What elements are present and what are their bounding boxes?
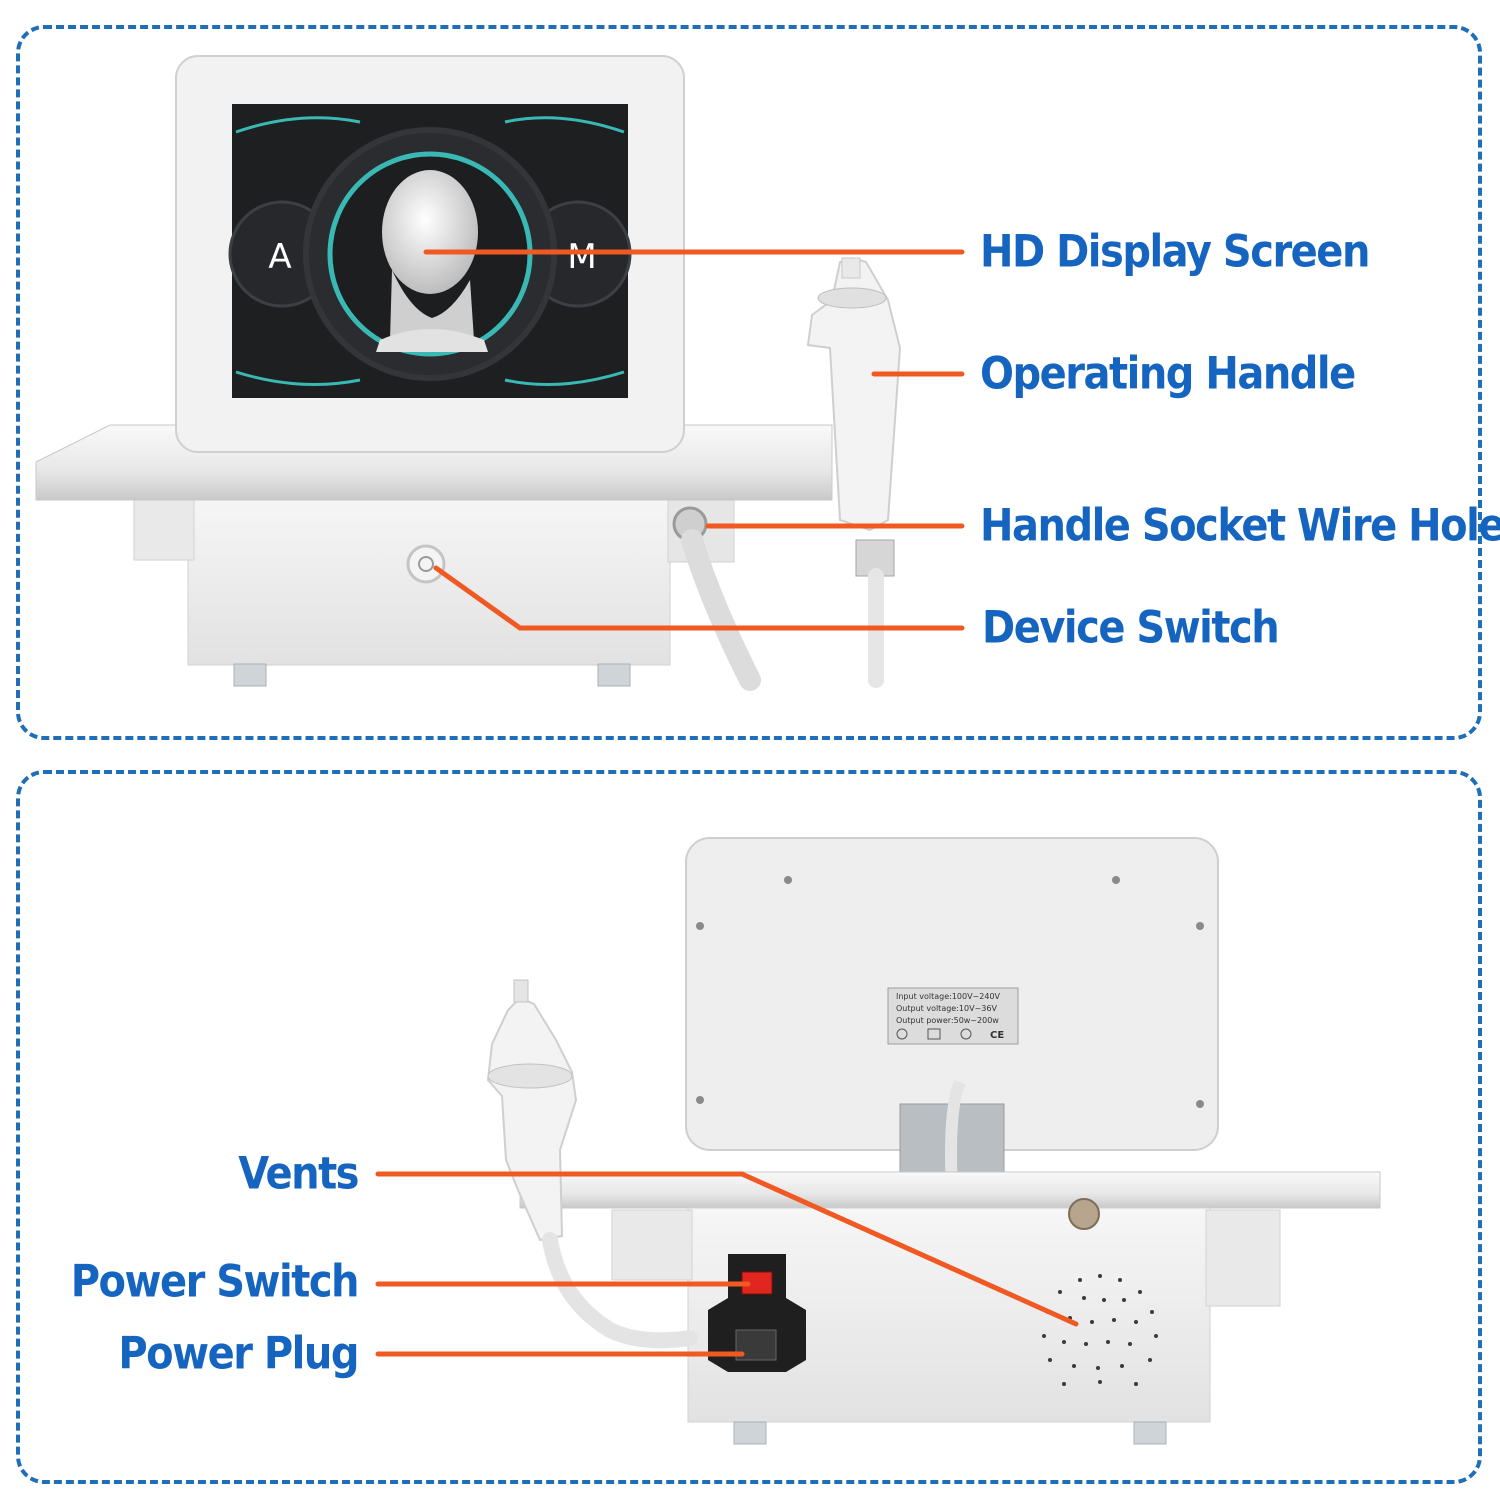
socket-cable	[681, 529, 761, 691]
label-power-plug: Power Plug	[118, 1328, 359, 1380]
screen-button-m: M	[567, 237, 596, 277]
front-foot-right	[597, 663, 631, 687]
label-device-switch: Device Switch	[982, 602, 1280, 654]
back-tray	[519, 1171, 1381, 1209]
screw-6	[1196, 1100, 1204, 1108]
screen-arc-bottom-left	[235, 370, 361, 386]
back-foot-left	[733, 1421, 767, 1445]
spec-symbol-1	[896, 1028, 908, 1040]
label-power-switch: Power Switch	[70, 1256, 360, 1308]
screw-4	[1196, 922, 1204, 930]
screw-3	[696, 922, 704, 930]
spec-ce-mark: CE	[990, 1030, 1004, 1041]
label-hd-display-screen: HD Display Screen	[980, 226, 1370, 278]
spec-line-2: Output voltage:10V~36V	[896, 1004, 997, 1013]
back-side-step-left	[611, 1209, 693, 1281]
spec-line-3: Output power:50w~200w	[896, 1016, 999, 1025]
front-foot-left	[233, 663, 267, 687]
power-symbol-icon	[418, 556, 434, 572]
operating-handle	[806, 256, 902, 688]
top-panel-frame	[16, 25, 1482, 740]
screw-5	[696, 1096, 704, 1104]
back-side-step-right	[1205, 1209, 1281, 1307]
label-vents: Vents	[238, 1148, 359, 1200]
front-lower-step	[133, 499, 195, 561]
screen-arc-bottom-right	[504, 370, 625, 386]
label-operating-handle: Operating Handle	[980, 348, 1356, 400]
spec-symbol-3	[960, 1028, 972, 1040]
spec-line-1: Input voltage:100V~240V	[896, 992, 1001, 1001]
screen-arc-top-right	[504, 116, 625, 134]
power-plug-socket	[735, 1329, 777, 1361]
screw-2	[1112, 876, 1120, 884]
face-model-icon	[376, 170, 488, 352]
bottom-panel-frame	[16, 770, 1482, 1484]
back-operating-handle	[486, 979, 698, 1349]
leader-device-switch	[433, 565, 965, 631]
back-foot-right	[1133, 1421, 1167, 1445]
screw-1	[784, 876, 792, 884]
spec-symbol-2	[927, 1028, 941, 1040]
device-switch-button	[406, 544, 446, 584]
leader-vents	[375, 1171, 1079, 1327]
label-handle-socket-wire-hole: Handle Socket Wire Hole	[980, 500, 1500, 552]
screen-button-a: A	[268, 237, 291, 277]
back-device: Input voltage:100V~240V Output voltage:1…	[486, 837, 1381, 1445]
back-grommet	[1068, 1198, 1100, 1230]
spec-plate	[887, 987, 1019, 1045]
screen-arc-top-left	[235, 116, 361, 134]
